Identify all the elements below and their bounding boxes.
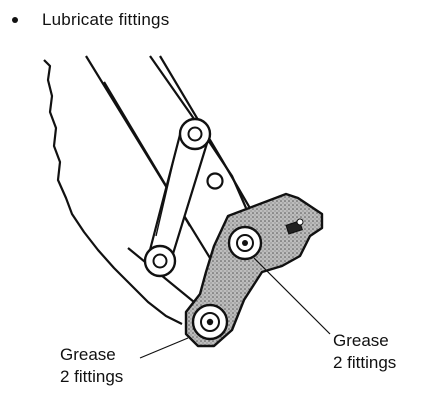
arm-back-bar — [149, 55, 248, 209]
bracket-slot-hole — [296, 218, 304, 226]
arm-front-bar — [159, 55, 259, 223]
main-arm — [43, 55, 259, 325]
callout-left-line1: Grease — [60, 345, 116, 364]
arm-hole — [206, 172, 224, 190]
callout-left-line2: 2 fittings — [60, 367, 124, 386]
instruction-line: Lubricate fittings — [8, 8, 169, 32]
leader-line-right — [253, 257, 331, 335]
top-pivot — [178, 117, 212, 151]
bullet-point — [12, 17, 18, 23]
callout-right: Grease 2 fittings — [333, 330, 396, 374]
callout-right-line1: Grease — [333, 331, 389, 350]
callout-right-line2: 2 fittings — [333, 353, 397, 372]
arm-outer-edge — [43, 59, 183, 325]
leader-line-left — [139, 337, 189, 359]
instruction-text: Lubricate fittings — [42, 10, 170, 29]
callout-left: Grease 2 fittings — [60, 344, 123, 388]
grease-fitting-lower — [191, 303, 229, 341]
grease-fitting-upper — [227, 225, 263, 261]
lower-link-pivot — [143, 244, 177, 278]
